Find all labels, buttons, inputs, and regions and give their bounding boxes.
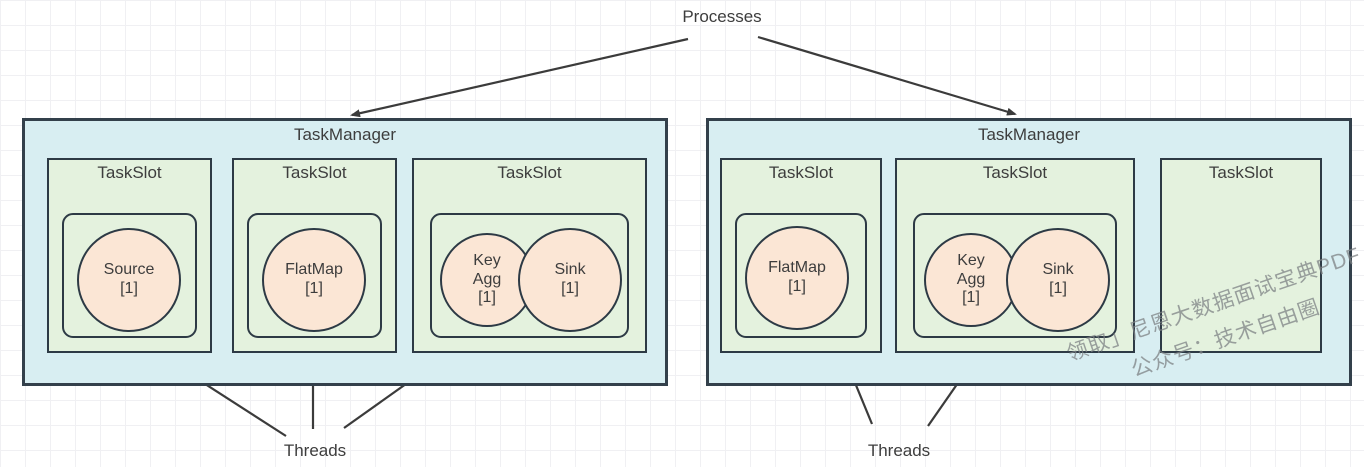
taskslot-title: TaskSlot [982,163,1048,182]
taskslot-title: TaskSlot [768,163,834,182]
taskslot-right-3-empty: TaskSlot [1160,158,1322,353]
slot-task-group-outline [247,213,382,338]
task-name: Key Agg [472,251,502,288]
task-parallelism: [1] [962,289,980,307]
threads-label-left: Threads [283,441,347,460]
task-circle-flatmap: FlatMap [1] [745,226,849,330]
taskslot-title: TaskSlot [97,163,162,182]
taskslot-left-1: TaskSlot Source [1] [47,158,212,353]
slot-task-group-outline [913,213,1117,338]
taskmanager-right: TaskManager TaskSlot FlatMap [1] TaskSlo… [706,118,1352,386]
task-circle-sink: Sink [1] [1006,228,1110,332]
slot-task-group-outline [735,213,867,338]
taskslot-right-1: TaskSlot FlatMap [1] [720,158,882,353]
processes-label: Processes [682,7,762,26]
task-name: Sink [554,261,586,279]
task-parallelism: [1] [305,280,323,297]
taskslot-title: TaskSlot [1208,163,1274,182]
task-circle-sink: Sink [1] [518,228,622,332]
threads-label-right: Threads [867,441,931,460]
task-parallelism: [1] [120,280,138,297]
taskslot-left-2: TaskSlot FlatMap [1] [232,158,397,353]
arrow-processes-to-right-taskmanager [757,35,1017,116]
task-circle-source: Source [1] [77,228,181,332]
task-name: FlatMap [768,259,826,277]
task-parallelism: [1] [561,280,579,297]
arrow-processes-to-left-taskmanager [350,37,689,118]
task-name: Key Agg [956,251,986,288]
task-circle-keyagg: Key Agg [1] [924,233,1018,327]
task-circle-flatmap: FlatMap [1] [262,228,366,332]
taskslot-title: TaskSlot [497,163,562,182]
task-name: Sink [1042,261,1074,279]
slot-task-group-outline [62,213,197,338]
taskslot-left-3: TaskSlot Key Agg [1] Sink [1] [412,158,647,353]
task-parallelism: [1] [478,289,496,307]
task-name: Source [103,261,155,279]
taskmanager-left: TaskManager TaskSlot Source [1] TaskSlot… [22,118,668,386]
taskslot-title: TaskSlot [282,163,347,182]
taskmanager-title: TaskManager [977,125,1081,144]
taskmanager-title: TaskManager [293,125,397,144]
slot-task-group-outline [430,213,629,338]
task-parallelism: [1] [1049,280,1067,297]
taskslot-right-2: TaskSlot Key Agg [1] Sink [1] [895,158,1135,353]
task-name: FlatMap [285,261,343,279]
task-parallelism: [1] [788,278,806,295]
